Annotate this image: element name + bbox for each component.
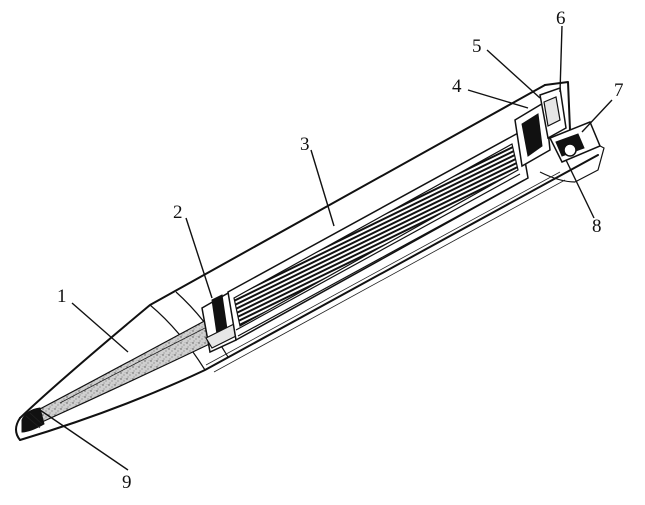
leader-1 (71, 302, 129, 353)
leader-7 (581, 99, 613, 133)
leader-3 (310, 149, 335, 227)
part-label-2: 2 (173, 202, 183, 223)
part-labels: 1 2 3 4 5 6 7 8 9 (57, 8, 624, 493)
leader-8 (565, 159, 595, 219)
submunition-tube (227, 130, 529, 342)
part-label-1: 1 (57, 286, 67, 307)
leader-5 (486, 49, 541, 99)
front-bulkhead (201, 290, 245, 354)
part-label-9: 9 (122, 472, 132, 493)
part-label-6: 6 (556, 8, 566, 29)
leader-4 (467, 89, 529, 109)
part-label-8: 8 (592, 216, 602, 237)
part-label-5: 5 (472, 36, 482, 57)
part-label-7: 7 (614, 80, 624, 101)
leader-2 (185, 217, 213, 299)
leader-9 (39, 409, 129, 471)
rear-assembly (514, 86, 601, 168)
part-label-3: 3 (300, 134, 310, 155)
part-label-4: 4 (452, 76, 462, 97)
nose-filling (37, 317, 219, 423)
shell-body (15, 81, 605, 441)
leader-lines (39, 25, 613, 471)
leader-6 (559, 25, 563, 93)
nose-fuze (21, 407, 45, 433)
